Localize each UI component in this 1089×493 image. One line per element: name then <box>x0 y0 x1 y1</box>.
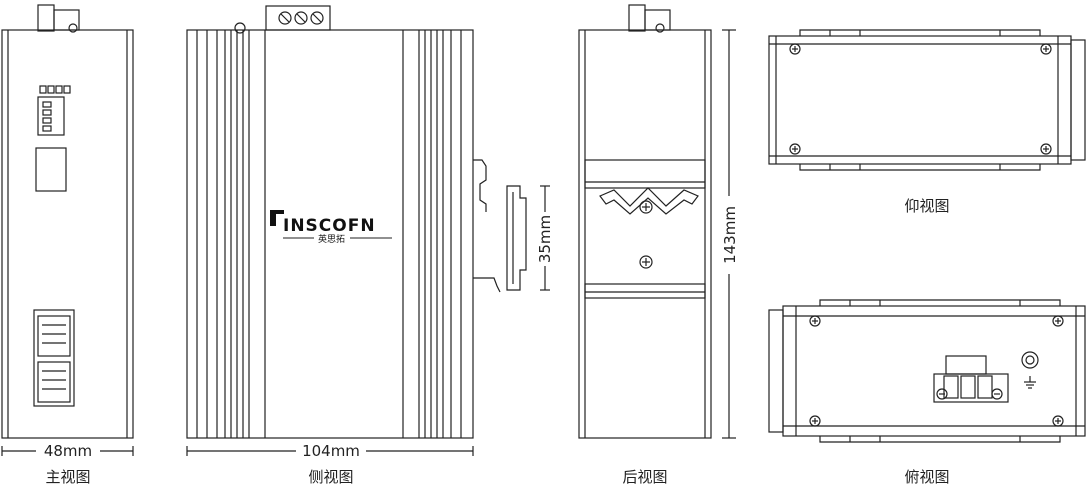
dip-switch-block <box>37 85 71 136</box>
din-rail-clip <box>473 159 527 293</box>
top-view <box>768 299 1086 443</box>
front-view <box>1 4 134 456</box>
front-view-caption: 主视图 <box>45 468 90 486</box>
front-width-label: 48mm <box>44 442 92 460</box>
side-width-label: 104mm <box>302 442 360 460</box>
back-view-caption: 后视图 <box>622 468 667 486</box>
mount-screw-icon <box>639 200 653 214</box>
mount-screw-icon <box>639 255 653 269</box>
terminal-block <box>265 5 331 31</box>
side-view-caption: 侧视图 <box>308 468 353 486</box>
rj45-port-block <box>33 309 75 407</box>
brand-logo-text: INSCOFN <box>283 216 376 236</box>
brand-logo-subtext: 英思拓 <box>318 233 345 245</box>
side-view <box>186 5 550 456</box>
back-view <box>578 4 736 439</box>
brand-logo: INSCOFN 英思拓 <box>270 210 392 245</box>
rail-height-label: 35mm <box>536 215 554 263</box>
bottom-view-caption: 仰视图 <box>904 197 949 215</box>
terminal-block <box>933 355 1009 403</box>
top-view-caption: 俯视图 <box>904 468 949 486</box>
back-height-label: 143mm <box>721 206 739 264</box>
status-window <box>35 147 67 192</box>
bottom-view <box>768 29 1086 171</box>
ground-screw-icon <box>1021 351 1039 369</box>
